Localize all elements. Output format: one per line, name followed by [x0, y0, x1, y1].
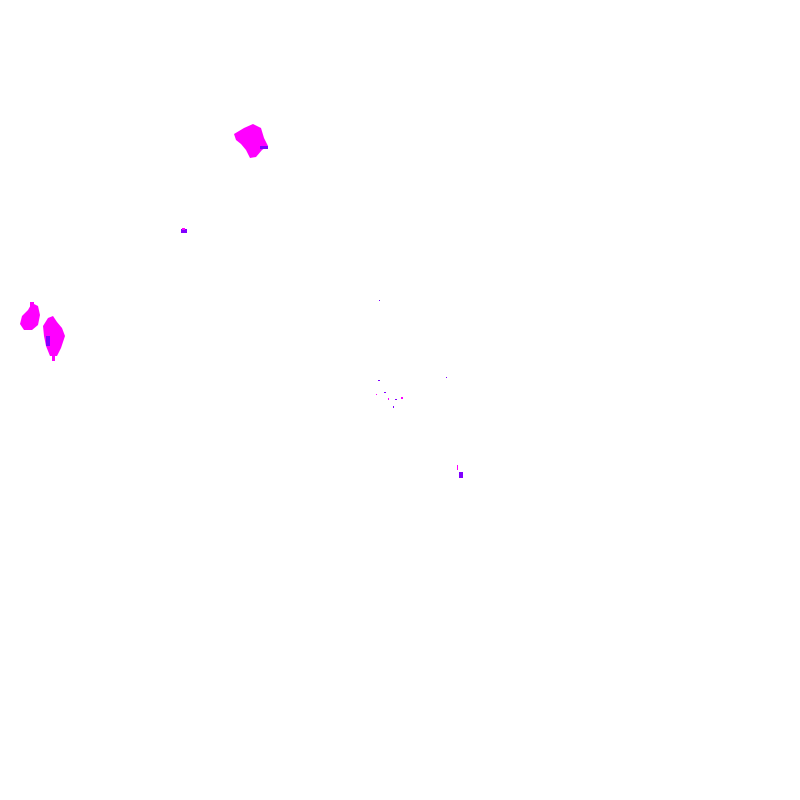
feature-cluster-west-b[interactable] — [43, 316, 65, 361]
feature-small-south-east[interactable] — [457, 465, 463, 478]
feature-small-north-west[interactable] — [181, 228, 187, 233]
feature-cluster-west-a[interactable] — [20, 302, 40, 330]
feature-cluster-north[interactable] — [234, 124, 268, 158]
feature-scatter-center[interactable] — [376, 300, 447, 408]
